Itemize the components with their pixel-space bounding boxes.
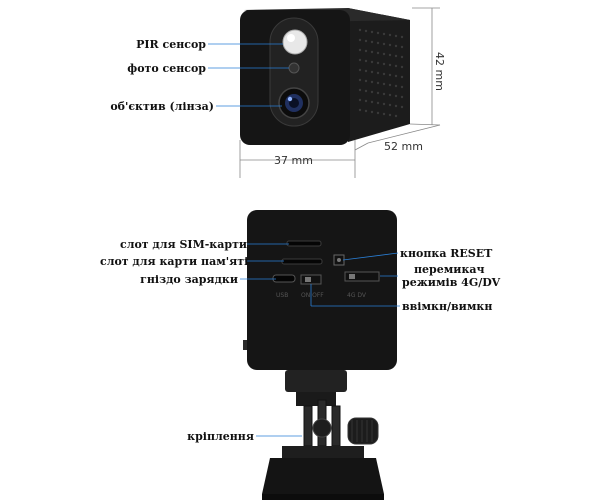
width-dimension: 37 mm xyxy=(274,154,313,167)
back-leader-lines xyxy=(240,243,400,437)
reset-button-label: кнопка RESET xyxy=(400,247,493,260)
mount-knob xyxy=(347,417,379,445)
lens-label: об'єктив (лінза) xyxy=(110,100,214,113)
memory-card-slot-label: слот для карти пам'яті xyxy=(100,255,249,268)
svg-text:ON OFF: ON OFF xyxy=(301,292,324,299)
camera-mount xyxy=(262,370,384,500)
camera-back-view: USB ON OFF 4G DV xyxy=(243,210,397,370)
camera-lens xyxy=(278,87,310,119)
pir-sensor xyxy=(282,29,308,55)
photo-sensor-label: фото сенсор xyxy=(127,62,206,75)
front-leader-lines xyxy=(208,43,289,107)
sim-slot-label: слот для SIM-карти xyxy=(120,238,248,251)
depth-dimension: 52 mm xyxy=(384,140,423,153)
mode-switch-label-line2: режимів 4G/DV xyxy=(402,276,501,289)
mount-label: кріплення xyxy=(187,430,254,443)
charging-port-label: гніздо зарядки xyxy=(140,273,238,286)
camera-front-view xyxy=(240,8,410,145)
svg-text:4G DV: 4G DV xyxy=(347,292,367,299)
dimension-lines xyxy=(239,7,441,178)
svg-text:USB: USB xyxy=(276,292,288,299)
memory-card-slot xyxy=(281,258,323,265)
height-dimension: 42 mm xyxy=(433,52,446,91)
pir-sensor-label: PIR сенсор xyxy=(136,38,206,51)
charging-port xyxy=(272,274,296,283)
sim-slot xyxy=(286,240,322,247)
photo-sensor xyxy=(288,62,300,74)
vent-grille xyxy=(358,28,404,118)
mode-switch-label-line1: перемикач xyxy=(414,263,485,276)
power-switch-label: ввімкн/вимкн xyxy=(402,300,493,313)
mode-switch xyxy=(344,271,380,282)
